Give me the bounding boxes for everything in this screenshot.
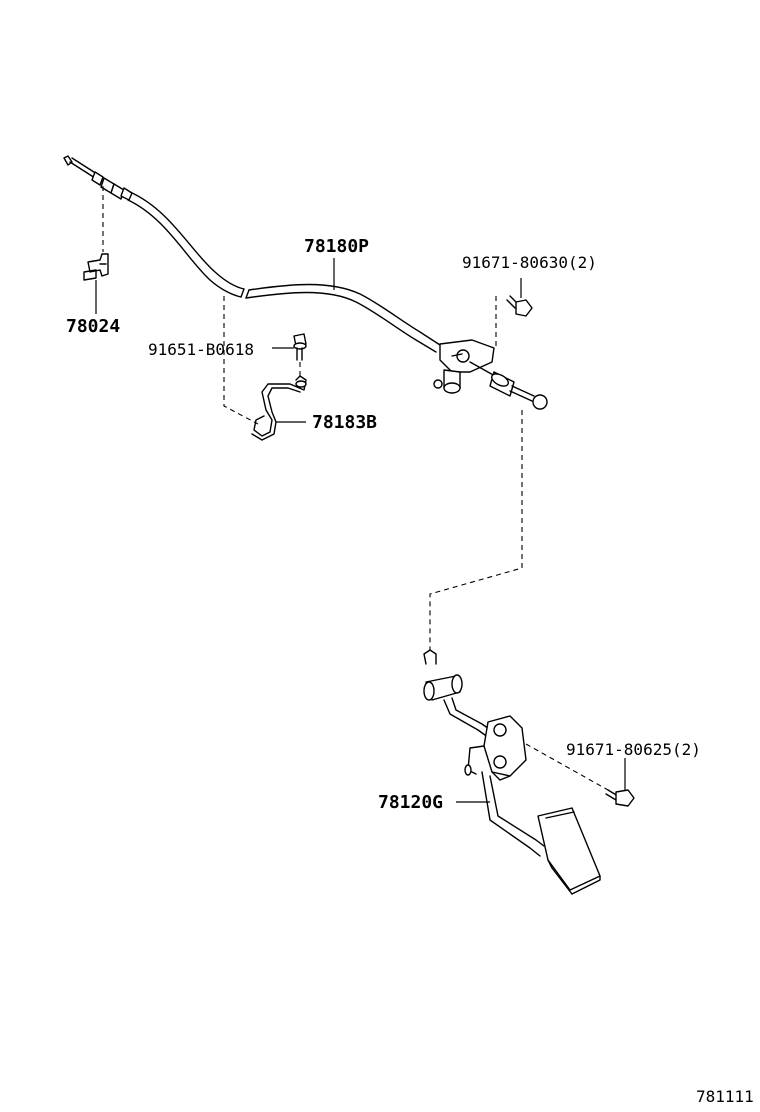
accelerator-pedal[interactable] xyxy=(423,649,601,895)
label-91671-80630: 91671-80630(2) xyxy=(462,253,597,272)
label-91651-b0618: 91651-B0618 xyxy=(148,340,254,359)
label-78180p: 78180P xyxy=(304,236,369,257)
upper-bolt[interactable] xyxy=(506,295,533,317)
label-91671-80625: 91671-80625(2) xyxy=(566,740,701,759)
accelerator-cable[interactable] xyxy=(63,155,548,410)
bracket-bolt[interactable] xyxy=(293,333,307,361)
label-78183b: 78183B xyxy=(312,412,377,433)
cable-clip[interactable] xyxy=(83,253,109,281)
label-78024: 78024 xyxy=(66,316,120,337)
figure-number: 781111 xyxy=(696,1087,754,1106)
pedal-bolt[interactable] xyxy=(605,789,635,807)
cable-bracket[interactable] xyxy=(251,375,307,441)
label-78120g: 78120G xyxy=(378,792,443,813)
